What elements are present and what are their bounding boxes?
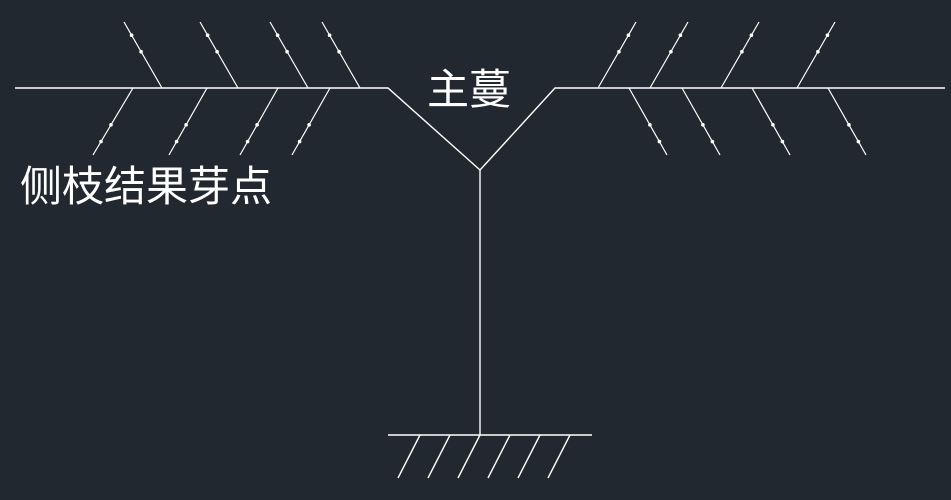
main-vine-label: 主蔓 [427,65,512,114]
right-upper-side-branch [649,21,689,89]
side-branch-label: 侧枝结果芽点 [20,162,273,211]
fruit-bud-dot [184,123,188,127]
left-lower-side-branch [92,87,134,156]
ground-symbol [388,434,592,479]
right-upper-side-branch [597,21,637,89]
left-upper-side-branch [269,21,309,89]
fruit-bud-dot [825,33,830,37]
fruit-bud-dot [139,49,143,54]
right-lower-side-branch [681,87,721,156]
left-lower-side-branch [168,87,208,156]
fruit-bud-dot [678,33,683,37]
fruit-bud-dot [648,123,652,127]
fruit-bud-dot [307,123,311,127]
fruit-bud-dot [847,123,851,127]
fruit-bud-dot [109,123,113,127]
fruit-bud-dot [285,49,289,54]
fruit-bud-dot [701,123,705,127]
fruit-bud-dot [297,139,302,144]
right-lower-side-branch [827,87,867,156]
right-lower-side-branch [628,87,668,156]
ground-hatch [397,434,421,479]
fruit-bud-dot [99,139,103,144]
fruit-bud-dot [275,33,280,37]
fruit-bud-dot [749,33,754,37]
fruit-bud-dot [174,139,179,144]
ground-hatch [547,434,571,479]
ground-hatch [517,434,541,479]
ground-hatch [487,434,511,479]
right-main-arm [479,87,945,171]
fruit-bud-dot [740,49,744,54]
right-upper-side-branch [720,21,760,89]
fruit-bud-dot [215,49,219,54]
ground-hatch [457,434,481,479]
fruit-bud-dot [129,33,134,37]
left-upper-side-branch [123,21,163,89]
fruit-bud-dot [617,49,621,54]
fruit-bud-dot [669,49,673,54]
ground-hatch [427,434,451,479]
left-upper-side-branch [321,21,361,89]
fruit-bud-dot [327,33,332,37]
right-upper-side-branch [796,21,836,89]
fruit-bud-dot [337,49,341,54]
fruit-bud-dot [255,123,259,127]
left-main-arm [15,87,481,171]
left-lower-side-branch [239,87,279,156]
right-lower-side-branch [751,87,791,156]
fruit-bud-dot [657,139,662,144]
fruit-bud-dot [710,139,715,144]
side-branches [92,21,867,156]
fruit-bud-dot [245,139,250,144]
fruit-bud-dot [856,139,861,144]
fruit-bud-dot [771,123,775,127]
main-vine-arms [15,87,945,171]
fruit-bud-dot [205,33,210,37]
left-lower-side-branch [291,87,331,156]
fruit-bud-dot [816,49,820,54]
left-upper-side-branch [199,21,239,89]
fruit-bud-dot [780,139,785,144]
fruit-bud-dot [626,33,631,37]
